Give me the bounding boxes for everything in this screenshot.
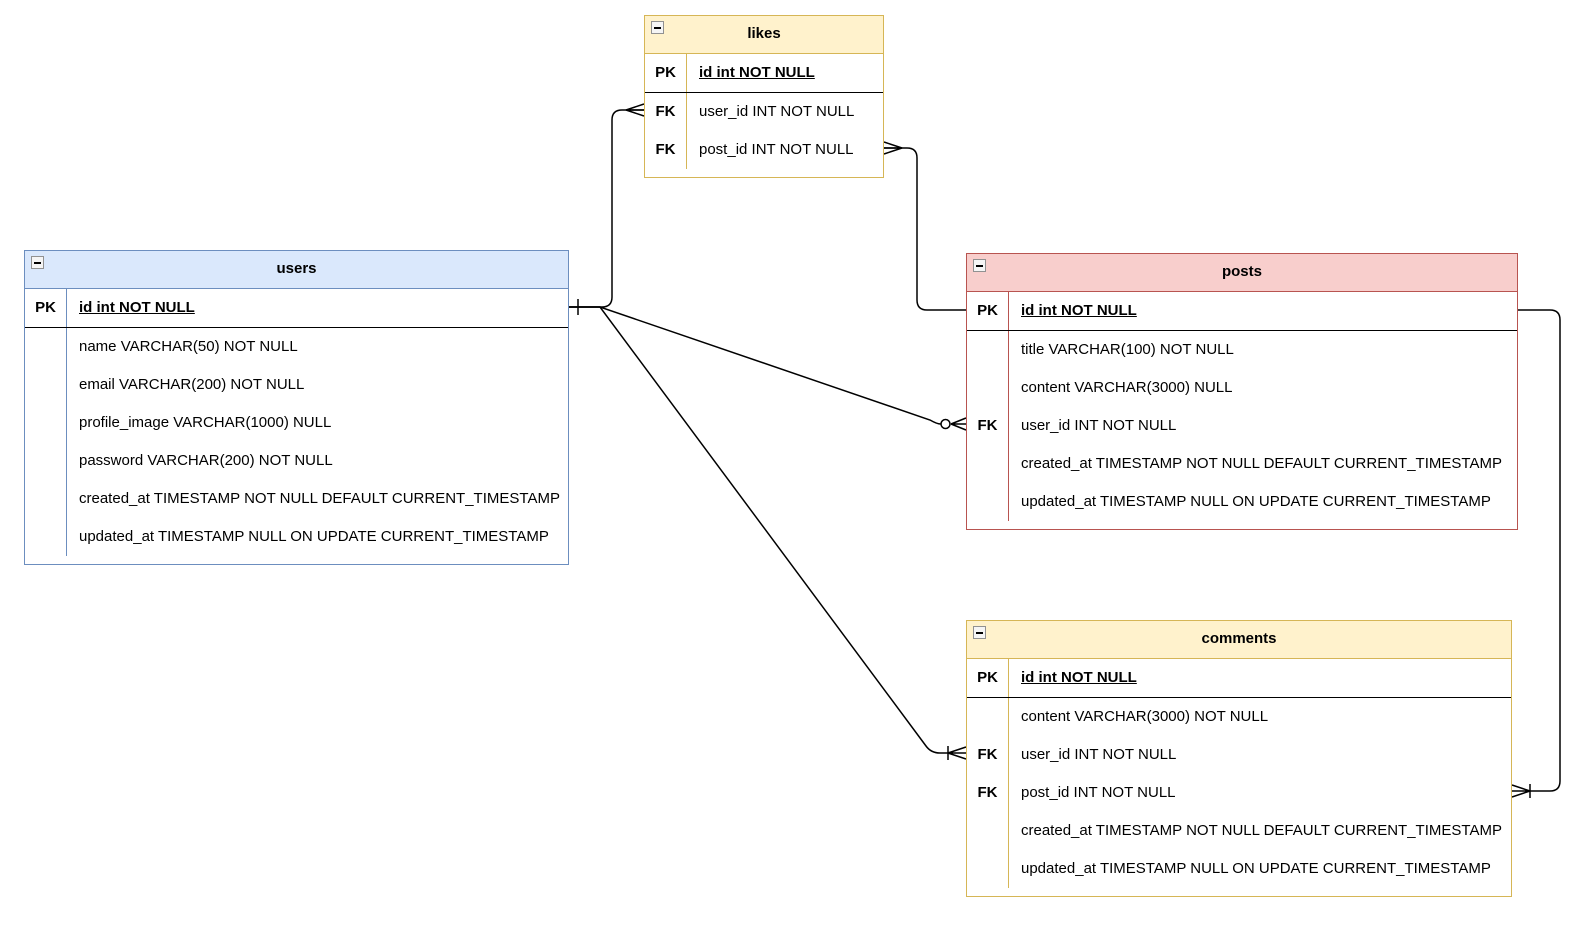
crows-foot-many-icon <box>1511 784 1531 798</box>
table-row-posts-updated_at[interactable]: updated_at TIMESTAMP NULL ON UPDATE CURR… <box>967 483 1517 521</box>
key-constraint-label: FK <box>645 131 687 169</box>
entity-header-posts: posts <box>967 254 1517 292</box>
key-constraint-label <box>25 442 67 480</box>
edge-posts-likes[interactable] <box>883 141 966 311</box>
field-definition-label: password VARCHAR(200) NOT NULL <box>79 452 333 469</box>
entity-body: PK id int NOT NULL content VARCHAR(3000) N… <box>967 659 1511 896</box>
table-row-comments-post_id[interactable]: FK post_id INT NOT NULL <box>967 774 1511 812</box>
key-constraint-label <box>967 850 1009 888</box>
key-constraint-label <box>967 812 1009 850</box>
table-row-comments-user_id[interactable]: FK user_id INT NOT NULL <box>967 736 1511 774</box>
key-constraint-label: PK <box>967 292 1009 330</box>
field-definition-label: post_id INT NOT NULL <box>1021 784 1176 801</box>
entity-body: PK id int NOT NULL title VARCHAR(100) NOT … <box>967 292 1517 529</box>
field-definition-label: user_id INT NOT NULL <box>1021 417 1177 434</box>
key-constraint-label <box>967 698 1009 736</box>
crows-foot-many-icon <box>625 103 645 117</box>
key-constraint-label <box>967 369 1009 407</box>
field-definition-label: content VARCHAR(3000) NOT NULL <box>1021 708 1269 725</box>
crows-foot-many-icon <box>947 746 967 760</box>
entity-header-likes: likes <box>645 16 883 54</box>
key-constraint-label <box>25 404 67 442</box>
entity-title: posts <box>1221 263 1262 280</box>
field-definition-label: profile_image VARCHAR(1000) NULL <box>79 414 332 431</box>
table-row-users-id[interactable]: PK id int NOT NULL <box>25 289 568 328</box>
key-constraint-label: PK <box>967 659 1009 697</box>
table-row-likes-id[interactable]: PK id int NOT NULL <box>645 54 883 93</box>
key-constraint-label: PK <box>645 54 687 92</box>
table-row-comments-id[interactable]: PK id int NOT NULL <box>967 659 1511 698</box>
table-row-posts-created_at[interactable]: created_at TIMESTAMP NOT NULL DEFAULT CU… <box>967 445 1517 483</box>
field-definition-label: created_at TIMESTAMP NOT NULL DEFAULT CU… <box>1021 455 1502 472</box>
edge-users-posts[interactable] <box>569 306 967 431</box>
key-constraint-label: PK <box>25 289 67 327</box>
key-constraint-label <box>967 331 1009 369</box>
field-definition-label: user_id INT NOT NULL <box>1021 746 1177 763</box>
table-row-posts-title[interactable]: title VARCHAR(100) NOT NULL <box>967 331 1517 369</box>
cardinality-zero-icon <box>940 418 951 430</box>
collapse-minus-icon[interactable] <box>31 256 44 269</box>
key-constraint-label: FK <box>967 774 1009 812</box>
edge-users-comments[interactable] <box>569 306 967 760</box>
key-constraint-label <box>25 366 67 404</box>
table-row-posts-id[interactable]: PK id int NOT NULL <box>967 292 1517 331</box>
entity-body: PK id int NOT NULL name VARCHAR(50) NOT NU… <box>25 289 568 564</box>
table-row-users-password[interactable]: password VARCHAR(200) NOT NULL <box>25 442 568 480</box>
field-definition-label: email VARCHAR(200) NOT NULL <box>79 376 305 393</box>
key-constraint-label: FK <box>645 93 687 131</box>
key-constraint-label <box>967 445 1009 483</box>
table-row-users-created_at[interactable]: created_at TIMESTAMP NOT NULL DEFAULT CU… <box>25 480 568 518</box>
edge-posts-comments[interactable] <box>1511 309 1561 798</box>
field-definition-label: title VARCHAR(100) NOT NULL <box>1021 341 1234 358</box>
field-definition-label: id int NOT NULL <box>699 64 815 81</box>
entity-title: comments <box>1201 630 1277 647</box>
entity-header-comments: comments <box>967 621 1511 659</box>
crows-foot-many-icon <box>950 417 967 431</box>
collapse-minus-icon[interactable] <box>973 259 986 272</box>
collapse-minus-icon[interactable] <box>651 21 664 34</box>
field-definition-label: content VARCHAR(3000) NULL <box>1021 379 1233 396</box>
field-definition-label: name VARCHAR(50) NOT NULL <box>79 338 298 355</box>
field-definition-label: id int NOT NULL <box>1021 669 1137 686</box>
key-constraint-label <box>25 518 67 556</box>
field-definition-label: id int NOT NULL <box>1021 302 1137 319</box>
key-constraint-label: FK <box>967 407 1009 445</box>
field-definition-label: id int NOT NULL <box>79 299 195 316</box>
entity-title: users <box>276 260 317 277</box>
edge-users-likes[interactable] <box>569 103 645 315</box>
table-row-users-name[interactable]: name VARCHAR(50) NOT NULL <box>25 328 568 366</box>
key-constraint-label <box>25 480 67 518</box>
table-row-users-profile_image[interactable]: profile_image VARCHAR(1000) NULL <box>25 404 568 442</box>
table-row-posts-content[interactable]: content VARCHAR(3000) NULL <box>967 369 1517 407</box>
table-row-posts-user_id[interactable]: FK user_id INT NOT NULL <box>967 407 1517 445</box>
table-row-users-updated_at[interactable]: updated_at TIMESTAMP NULL ON UPDATE CURR… <box>25 518 568 556</box>
collapse-minus-icon[interactable] <box>973 626 986 639</box>
table-row-comments-created_at[interactable]: created_at TIMESTAMP NOT NULL DEFAULT CU… <box>967 812 1511 850</box>
entity-header-users: users <box>25 251 568 289</box>
field-definition-label: updated_at TIMESTAMP NULL ON UPDATE CURR… <box>1021 493 1491 510</box>
field-definition-label: updated_at TIMESTAMP NULL ON UPDATE CURR… <box>79 528 549 545</box>
field-definition-label: created_at TIMESTAMP NOT NULL DEFAULT CU… <box>79 490 560 507</box>
table-row-comments-updated_at[interactable]: updated_at TIMESTAMP NULL ON UPDATE CURR… <box>967 850 1511 888</box>
key-constraint-label: FK <box>967 736 1009 774</box>
key-constraint-label <box>967 483 1009 521</box>
table-row-comments-content[interactable]: content VARCHAR(3000) NOT NULL <box>967 698 1511 736</box>
table-row-users-email[interactable]: email VARCHAR(200) NOT NULL <box>25 366 568 404</box>
table-row-likes-post_id[interactable]: FK post_id INT NOT NULL <box>645 131 883 169</box>
crows-foot-many-icon <box>883 141 903 155</box>
field-definition-label: user_id INT NOT NULL <box>699 103 855 120</box>
field-definition-label: post_id INT NOT NULL <box>699 141 854 158</box>
key-constraint-label <box>25 328 67 366</box>
entity-title: likes <box>747 25 781 42</box>
field-definition-label: updated_at TIMESTAMP NULL ON UPDATE CURR… <box>1021 860 1491 877</box>
field-definition-label: created_at TIMESTAMP NOT NULL DEFAULT CU… <box>1021 822 1502 839</box>
table-row-likes-user_id[interactable]: FK user_id INT NOT NULL <box>645 93 883 131</box>
